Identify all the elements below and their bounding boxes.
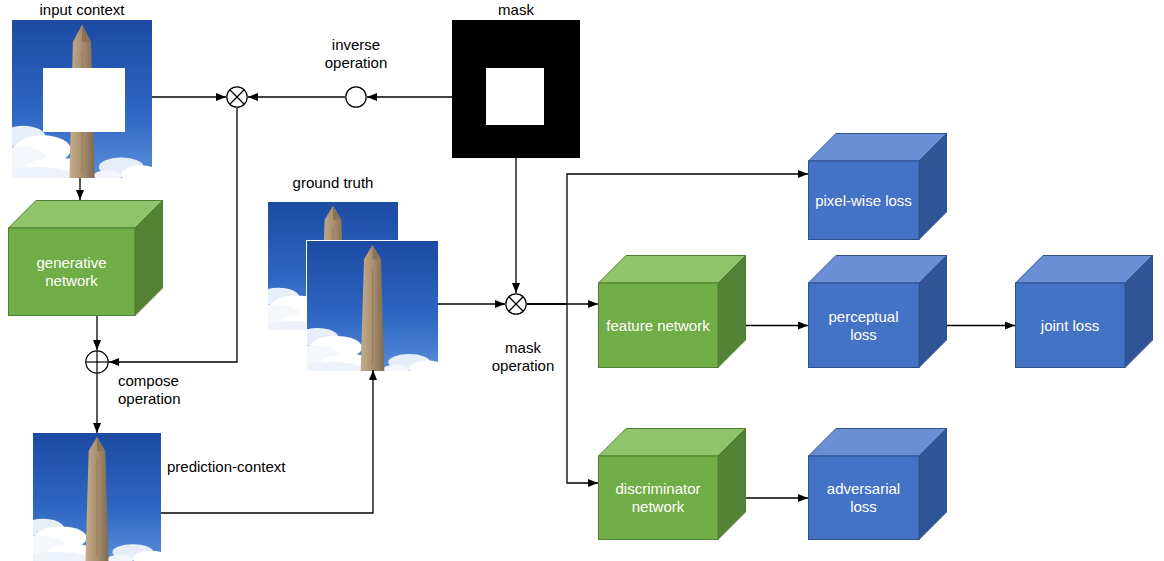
arrow-connector	[161, 370, 373, 513]
node-label: input context	[12, 1, 152, 19]
network-block: perceptual loss	[808, 255, 947, 368]
node-label: discriminator network	[604, 480, 712, 516]
cube-outline	[598, 255, 746, 368]
node-label: ground truth	[268, 174, 398, 192]
image-panel: input context	[12, 20, 152, 178]
node-label: joint loss	[1041, 317, 1099, 335]
arrow-connector	[515, 158, 516, 293]
node-label: adversarial loss	[814, 480, 913, 516]
operator-circle: inverse operation	[345, 86, 367, 108]
node-label: pixel-wise loss	[815, 192, 912, 210]
block-face: adversarial loss	[808, 456, 919, 540]
image-panel: prediction-context	[33, 433, 161, 561]
operator-circle: compose operation	[85, 350, 109, 374]
network-block: discriminator network	[598, 428, 746, 540]
block-face: feature network	[598, 283, 718, 368]
arrow-connector	[96, 316, 97, 350]
operator-symbol	[226, 86, 248, 108]
node-label: mask operation	[478, 339, 568, 375]
arrow-connector	[947, 325, 1015, 326]
block-face: perceptual loss	[808, 283, 919, 368]
network-block: generative network	[8, 200, 163, 316]
node-label: generative network	[14, 254, 129, 290]
node-label: compose operation	[118, 372, 198, 408]
operator-circle: mask operation	[505, 293, 527, 315]
node-label: mask	[452, 1, 580, 19]
arrow-connector	[527, 304, 598, 483]
arrow-connector	[438, 303, 505, 304]
block-face: discriminator network	[598, 456, 718, 540]
arrow-connector	[746, 497, 808, 498]
network-block: feature network	[598, 255, 746, 368]
block-face: joint loss	[1015, 283, 1125, 368]
operator-circle	[226, 86, 248, 108]
node-label: prediction-context	[167, 458, 285, 476]
node-label: inverse operation	[311, 36, 401, 72]
image-panel: ground truth	[268, 202, 438, 370]
arrow-connector	[152, 96, 226, 97]
node-label: feature network	[606, 317, 709, 335]
network-block: adversarial loss	[808, 428, 947, 540]
operator-symbol	[505, 293, 527, 315]
block-face: generative network	[8, 228, 135, 316]
node-label: perceptual loss	[814, 308, 913, 344]
arrow-connector	[96, 374, 97, 433]
network-block: joint loss	[1015, 255, 1153, 368]
arrow-connector	[79, 178, 80, 200]
network-block: pixel-wise loss	[808, 133, 947, 240]
arrow-connector	[367, 96, 452, 97]
arrow-connector	[746, 325, 808, 326]
arrow-connector	[248, 96, 345, 97]
operator-symbol	[345, 86, 367, 108]
block-face: pixel-wise loss	[808, 161, 919, 240]
image-panel: mask	[452, 20, 580, 158]
operator-symbol	[85, 350, 109, 374]
cube-outline	[808, 133, 947, 240]
cube-outline	[1015, 255, 1153, 368]
